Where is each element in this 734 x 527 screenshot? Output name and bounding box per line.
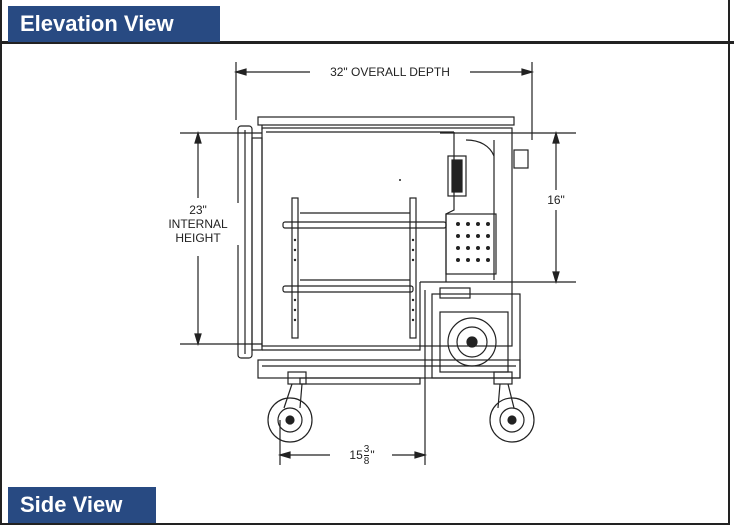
caster-left-wheel <box>267 397 313 443</box>
internal-height-label: 23" INTERNAL HEIGHT <box>156 203 240 245</box>
base-plate <box>299 377 421 385</box>
depth-arrow-right <box>521 68 535 76</box>
bottom-dimension-unit: " <box>370 448 375 462</box>
rear-connector <box>513 149 529 169</box>
condenser-frame <box>439 311 509 373</box>
caster-right-hub <box>507 415 517 425</box>
evap-wall <box>445 132 455 282</box>
evap-fan-housing <box>447 155 467 197</box>
bottom-dimension-whole: 15 <box>349 448 363 462</box>
side-view-tab: Side View <box>8 487 156 523</box>
right-arrow-top <box>552 130 560 144</box>
shelf-lower <box>282 285 414 293</box>
bottom-dimension-label: 15 3 8 " <box>332 440 392 470</box>
caster-left-hub <box>285 415 295 425</box>
caster-left-fork-a <box>283 383 293 409</box>
shelf-upper <box>282 221 447 229</box>
door-gasket <box>251 137 263 351</box>
height-arrow-top <box>194 130 202 144</box>
bottom-dimension-numerator: 3 <box>363 443 370 456</box>
internal-height-value: 23" <box>189 203 207 217</box>
condenser-fan-inner <box>456 326 488 358</box>
base-rail <box>257 359 521 379</box>
header-rule <box>0 0 734 44</box>
height-arrow-bottom <box>194 333 202 347</box>
caster-right-fork-a <box>497 383 501 409</box>
cabinet-body <box>261 127 513 347</box>
overall-depth-label: 32" OVERALL DEPTH <box>312 65 468 79</box>
right-height-label: 16" <box>538 193 574 207</box>
caster-right-mount <box>493 371 513 385</box>
caster-left-fork-b <box>299 383 303 409</box>
internal-height-line2: HEIGHT <box>175 231 221 245</box>
compressor-top-box <box>439 287 471 299</box>
internal-height-line1: INTERNAL <box>168 217 228 231</box>
bottom-dimension-denominator: 8 <box>363 455 370 467</box>
bottom-arrow-left <box>277 451 291 459</box>
condenser-fan-hub <box>466 336 478 348</box>
evap-fan-blade <box>451 159 463 193</box>
caster-left-mount <box>287 371 307 385</box>
evap-coil <box>445 213 497 275</box>
caster-right-wheel <box>489 397 535 443</box>
floor-line <box>262 282 421 351</box>
bottom-dimension-fraction: 3 8 <box>363 443 370 467</box>
bottom-arrow-right <box>414 451 428 459</box>
caster-right-rim <box>499 407 525 433</box>
pilaster-left <box>291 197 299 339</box>
depth-arrow-left <box>233 68 247 76</box>
right-arrow-bottom <box>552 271 560 285</box>
caster-left-rim <box>277 407 303 433</box>
pilaster-right <box>409 197 417 339</box>
elevation-view-tab: Elevation View <box>8 6 220 42</box>
cabinet-top <box>257 116 515 126</box>
evap-pipe <box>465 139 495 157</box>
caster-right-fork-b <box>507 383 515 409</box>
